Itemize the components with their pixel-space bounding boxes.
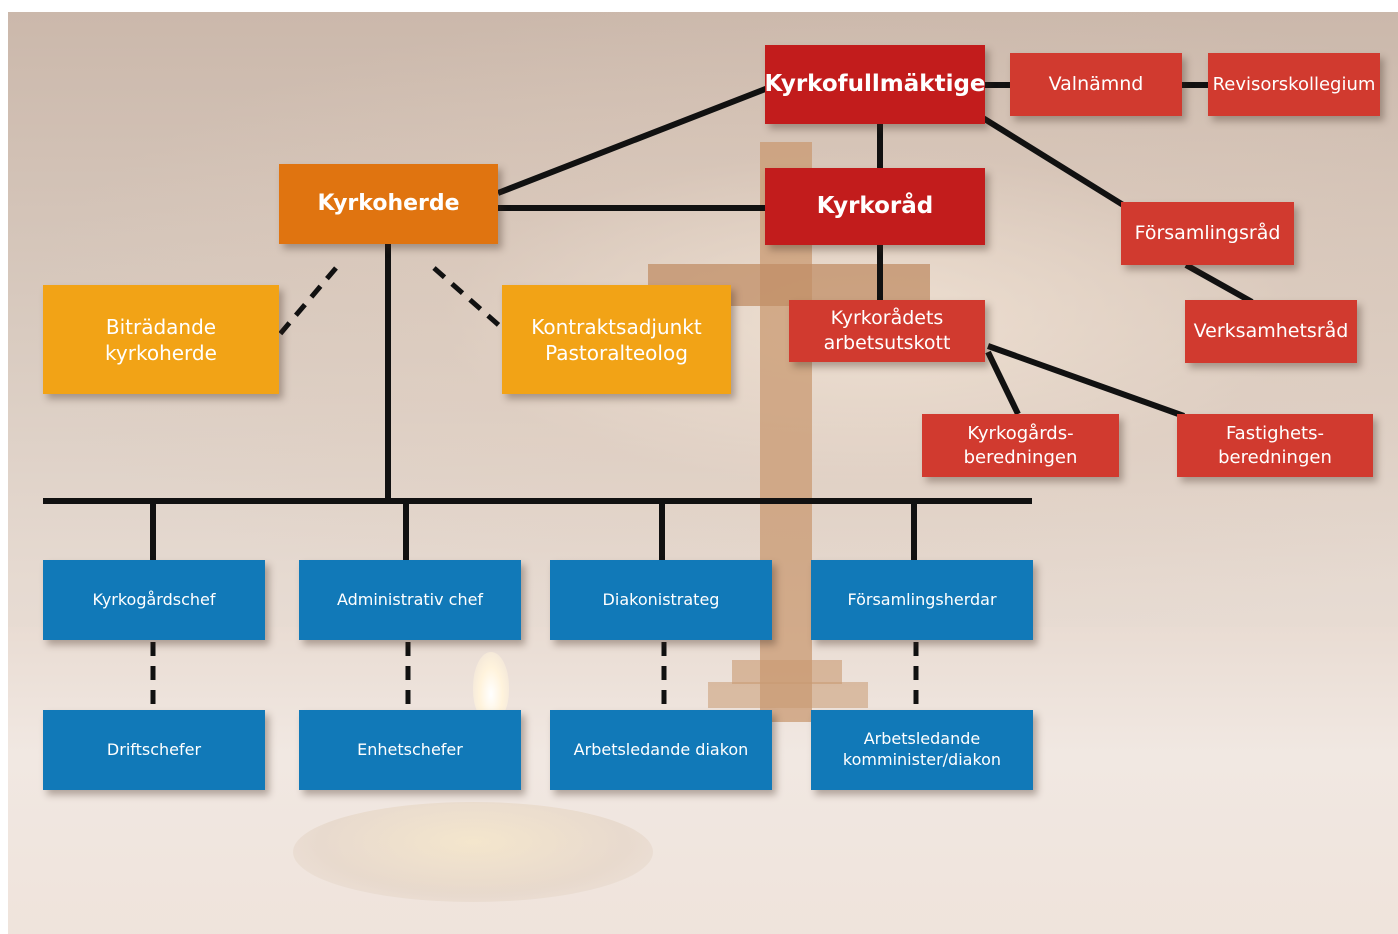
cross-image-base [732,660,842,684]
node-diakonistrateg: Diakonistrateg [550,560,772,640]
node-administrativ-chef-label: Administrativ chef [336,589,484,609]
node-revisorskollegium: Revisorskollegium [1208,53,1380,116]
node-enhetschefer-label: Enhetschefer [357,739,463,759]
node-kyrkorad: Kyrkoråd [765,168,985,245]
node-fastighetsberedningen-label: Fastighets- beredningen [1218,423,1332,468]
connector-forsamlingsrad-verksamhetsrad [1184,262,1254,305]
candle-bowl-image [293,802,653,902]
node-driftschefer-label: Driftschefer [106,739,202,759]
node-arbetsledande-komminister-label: Arbetsledande komminister/diakon [842,729,1002,769]
node-administrativ-chef: Administrativ chef [299,560,521,640]
connector-dashed-kontraktsadjunkt [432,266,504,330]
node-forsamlingsherdar-label: Församlingsherdar [847,589,997,609]
node-kontraktsadjunkt: Kontraktsadjunkt Pastoralteolog [502,285,731,394]
cross-image-base-lower [708,682,868,708]
node-diakonistrateg-label: Diakonistrateg [602,589,720,609]
node-kyrkogardschef-label: Kyrkogårdschef [92,589,216,609]
node-enhetschefer: Enhetschefer [299,710,521,790]
node-kyrkogardsberedningen: Kyrkogårds- beredningen [922,414,1119,477]
node-kyrkoherde-label: Kyrkoherde [317,190,460,216]
node-fastighetsberedningen: Fastighets- beredningen [1177,414,1373,477]
node-forsamlingsrad-label: Församlingsråd [1134,222,1281,245]
node-valnamnd: Valnämnd [1010,53,1182,116]
node-forsamlingsherdar: Församlingsherdar [811,560,1033,640]
node-arbetsutskott-label: Kyrkorådets arbetsutskott [823,307,951,354]
node-revisorskollegium-label: Revisorskollegium [1212,73,1376,95]
connector-arbetsutskott-kyrkogards [985,350,1021,416]
node-kontraktsadjunkt-label: Kontraktsadjunkt Pastoralteolog [531,314,702,365]
connector-arbetsutskott-fastighets [986,343,1186,419]
node-bitradande-kyrkoherde: Biträdande kyrkoherde [43,285,279,394]
node-kyrkofullmaktige-label: Kyrkofullmäktige [764,70,986,97]
node-bitradande-label: Biträdande kyrkoherde [105,314,217,365]
connector-fullmaktige-forsamlingsrad [981,115,1130,211]
node-arbetsledande-komminister: Arbetsledande komminister/diakon [811,710,1033,790]
node-verksamhetsrad-label: Verksamhetsråd [1193,320,1349,343]
org-chart-canvas: Kyrkofullmäktige Valnämnd Revisorskolleg… [8,12,1398,934]
connector-dashed-bitradande [278,266,338,336]
node-valnamnd-label: Valnämnd [1048,73,1144,96]
node-kyrkogardschef: Kyrkogårdschef [43,560,265,640]
node-kyrkorad-label: Kyrkoråd [816,192,934,219]
connector-fullmaktige-kyrkoherde [496,85,770,196]
connector-lines [43,82,1254,710]
node-kyrkofullmaktige: Kyrkofullmäktige [764,45,986,124]
node-arbetsledande-diakon-label: Arbetsledande diakon [573,739,749,759]
node-arbetsutskott: Kyrkorådets arbetsutskott [789,300,985,362]
node-kyrkoherde: Kyrkoherde [279,164,498,244]
node-kyrkogardsberedningen-label: Kyrkogårds- beredningen [963,423,1078,468]
node-arbetsledande-diakon: Arbetsledande diakon [550,710,772,790]
node-forsamlingsrad: Församlingsråd [1121,202,1294,265]
node-driftschefer: Driftschefer [43,710,265,790]
node-verksamhetsrad: Verksamhetsråd [1185,300,1357,363]
